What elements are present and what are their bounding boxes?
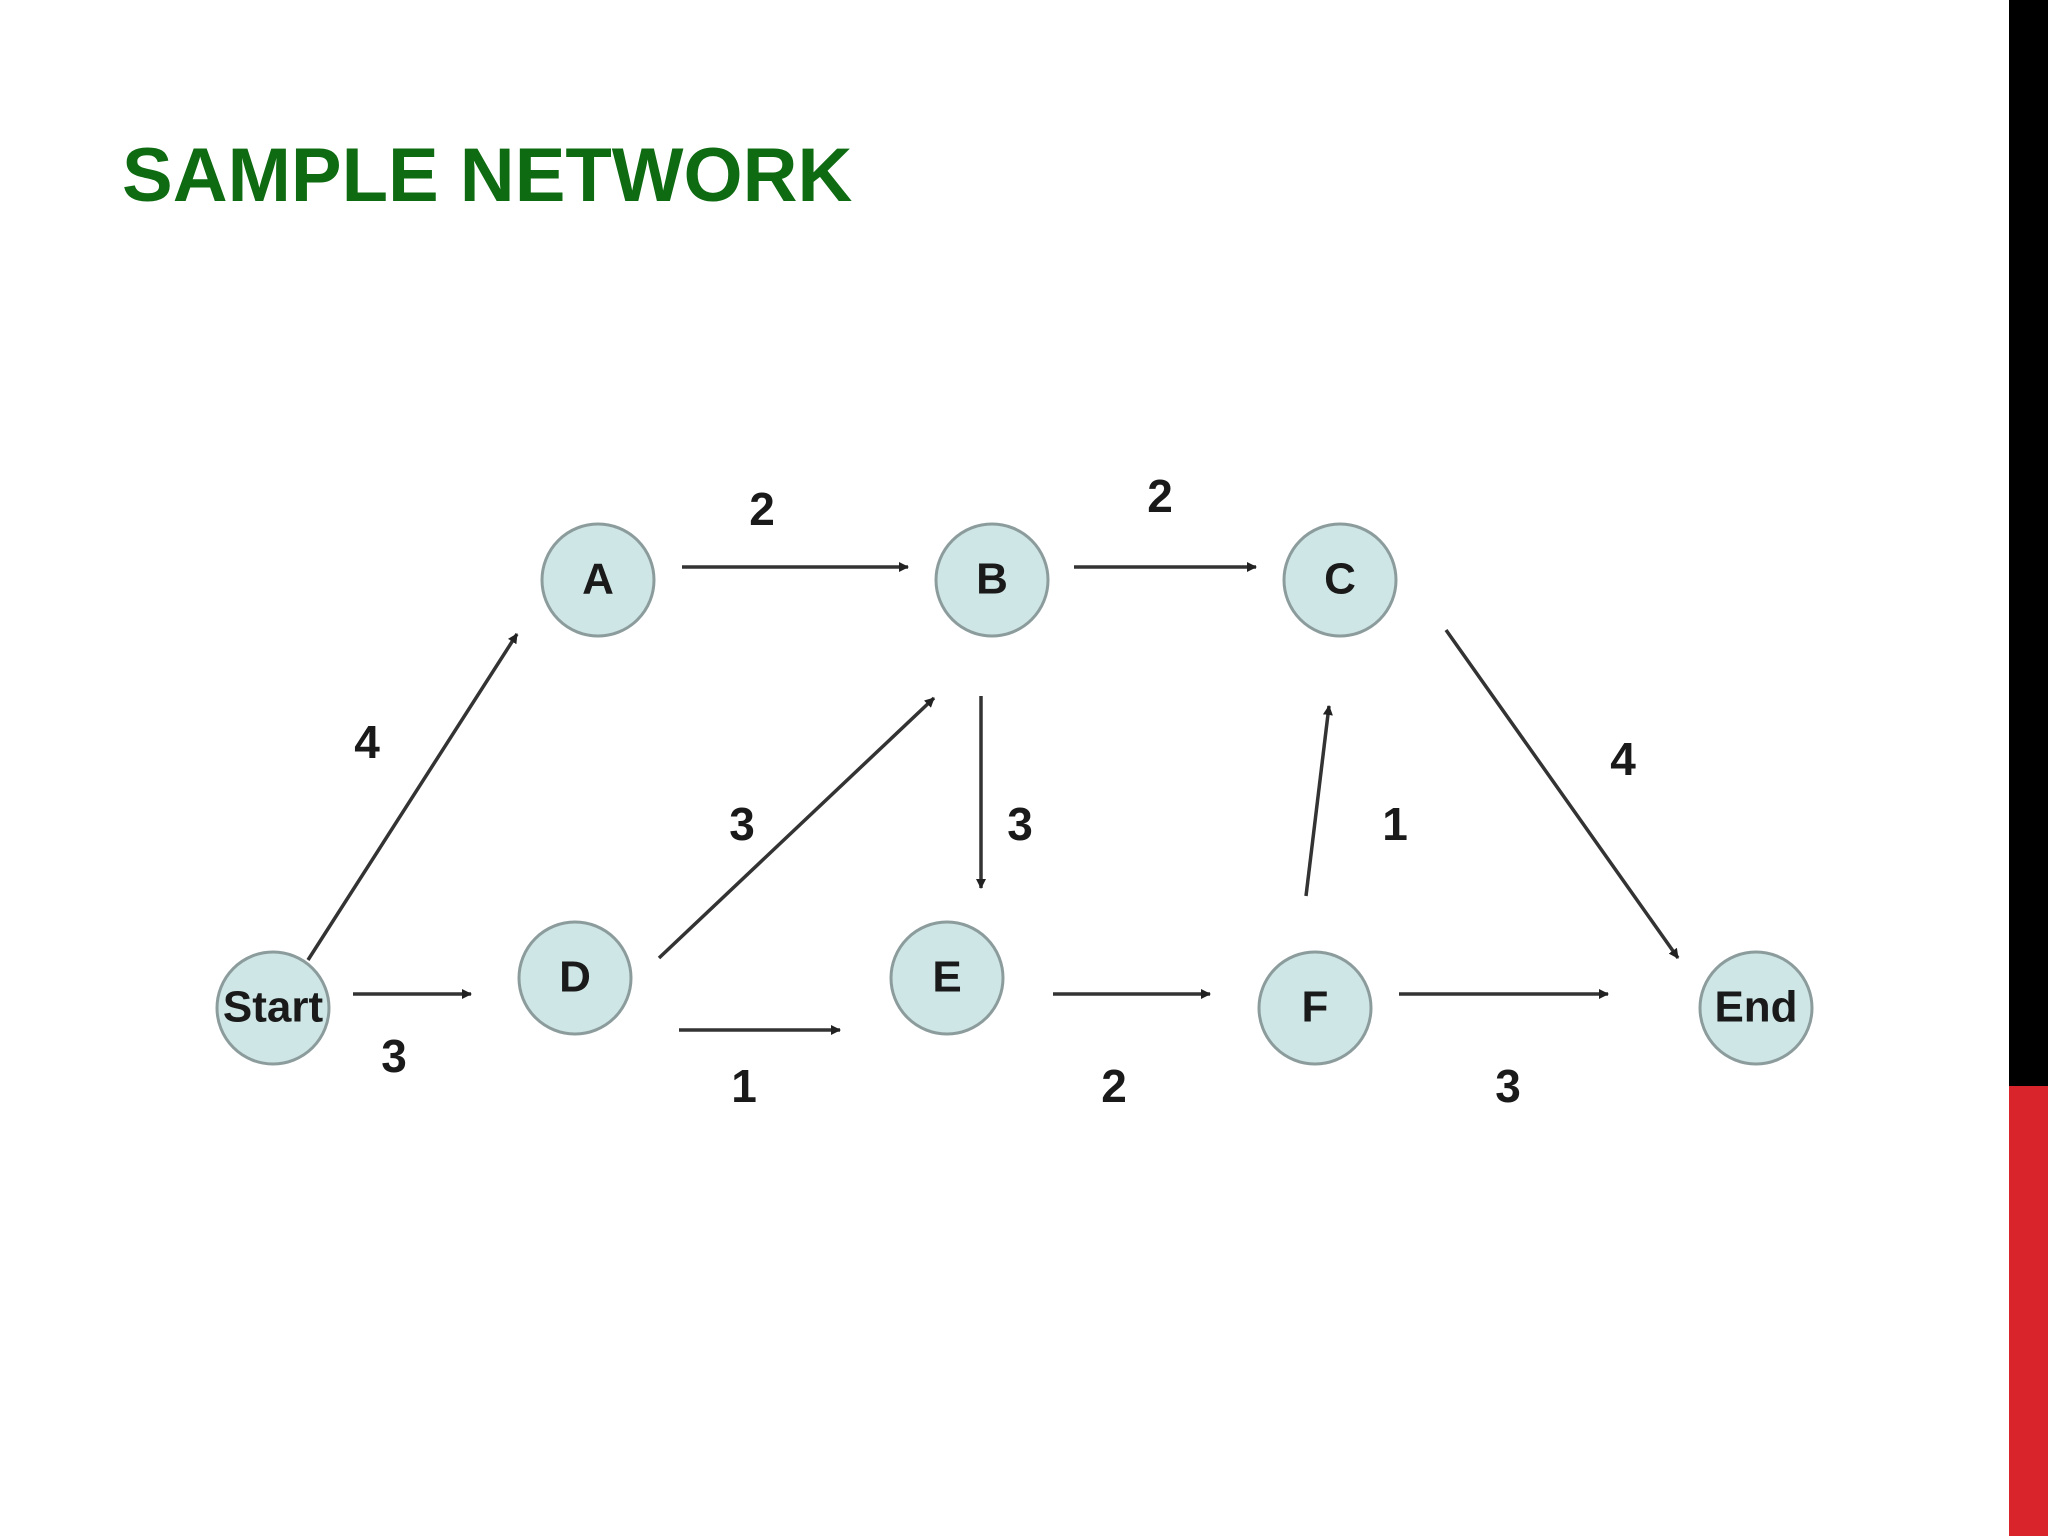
node-d: D bbox=[517, 920, 633, 1036]
edge-arrow bbox=[306, 633, 519, 961]
edge-f-end: 3 bbox=[1399, 989, 1609, 1112]
node-circle bbox=[1698, 950, 1814, 1066]
edge-weight-label: 1 bbox=[731, 1060, 757, 1112]
edge-arrow bbox=[657, 696, 936, 960]
node-circle bbox=[517, 920, 633, 1036]
edge-start-a: 4 bbox=[306, 633, 519, 961]
edge-weight-label: 4 bbox=[354, 716, 380, 768]
edge-e-f: 2 bbox=[1053, 989, 1211, 1112]
edge-weight-label: 1 bbox=[1382, 798, 1408, 850]
edge-weight-label: 4 bbox=[1610, 733, 1636, 785]
accent-bar-red bbox=[2009, 1086, 2048, 1536]
edge-weight-label: 3 bbox=[381, 1030, 407, 1082]
edge-weight-label: 3 bbox=[729, 798, 755, 850]
node-c: C bbox=[1282, 522, 1398, 638]
node-e: E bbox=[889, 920, 1005, 1036]
node-circle bbox=[934, 522, 1050, 638]
node-start: Start bbox=[215, 950, 331, 1066]
node-circle bbox=[540, 522, 656, 638]
node-circle bbox=[889, 920, 1005, 1036]
node-label: Start bbox=[223, 983, 324, 1032]
edge-b-c: 2 bbox=[1074, 470, 1257, 572]
accent-bar-black bbox=[2009, 0, 2048, 1086]
edge-weight-label: 2 bbox=[1101, 1060, 1127, 1112]
node-f: F bbox=[1257, 950, 1373, 1066]
edge-start-d: 3 bbox=[353, 989, 472, 1082]
node-label: A bbox=[582, 555, 614, 604]
edge-weight-label: 2 bbox=[749, 483, 775, 535]
edge-f-c: 1 bbox=[1304, 705, 1408, 897]
node-a: A bbox=[540, 522, 656, 638]
node-circle bbox=[1257, 950, 1373, 1066]
edge-d-e: 1 bbox=[679, 1025, 841, 1112]
node-label: End bbox=[1714, 983, 1797, 1032]
edge-weight-label: 3 bbox=[1007, 798, 1033, 850]
edge-c-end: 4 bbox=[1444, 628, 1680, 960]
slide-title: SAMPLE NETWORK bbox=[122, 133, 853, 218]
edge-a-b: 2 bbox=[682, 483, 909, 572]
edge-arrow bbox=[1304, 705, 1333, 897]
edge-weight-label: 3 bbox=[1495, 1060, 1521, 1112]
node-label: D bbox=[559, 953, 591, 1002]
node-circle bbox=[1282, 522, 1398, 638]
node-label: E bbox=[932, 953, 961, 1002]
edge-arrow bbox=[1444, 628, 1680, 960]
edge-b-e: 3 bbox=[976, 696, 1033, 889]
node-circle bbox=[215, 950, 331, 1066]
edge-d-b: 3 bbox=[657, 696, 936, 960]
node-b: B bbox=[934, 522, 1050, 638]
edge-weight-label: 2 bbox=[1147, 470, 1173, 522]
node-label: F bbox=[1302, 983, 1329, 1032]
node-end: End bbox=[1698, 950, 1814, 1066]
node-label: C bbox=[1324, 555, 1356, 604]
node-label: B bbox=[976, 555, 1008, 604]
